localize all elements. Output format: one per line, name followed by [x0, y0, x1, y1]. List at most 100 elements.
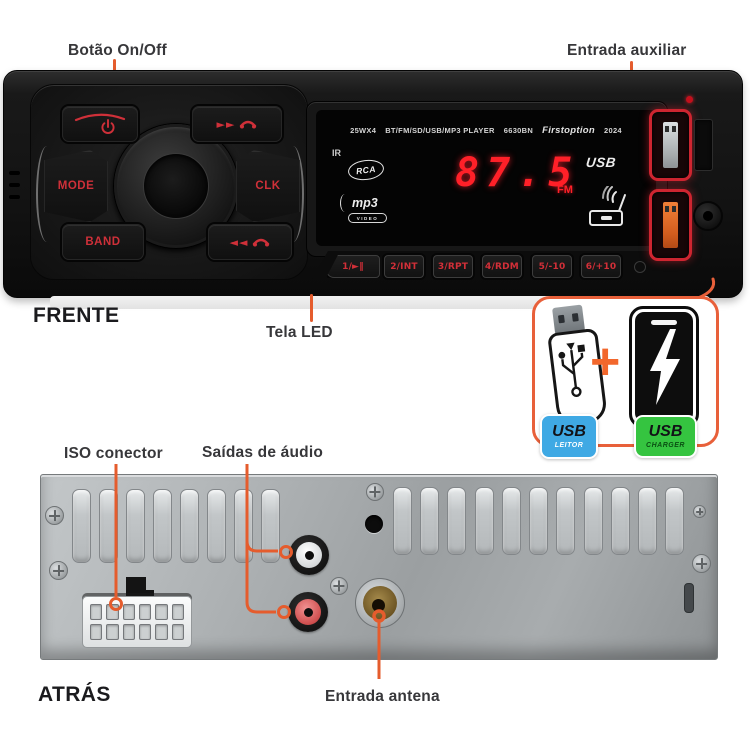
- iso-pin: [90, 604, 103, 620]
- phone-screen: [635, 312, 693, 422]
- model-year: 2024: [604, 126, 622, 135]
- usb-reader-badge: USB LEITOR: [540, 414, 598, 459]
- usb-display-logo: USB: [585, 155, 617, 170]
- preset-4-button[interactable]: 4/RDM: [482, 255, 522, 278]
- vent-slot: [611, 487, 630, 555]
- model-number: 6630BN: [503, 126, 534, 135]
- rca-logo-text: RCA: [355, 163, 377, 177]
- reset-hole: [634, 261, 646, 273]
- seek-forward-icon: ►►: [216, 117, 236, 131]
- antenna-input[interactable]: [355, 578, 405, 628]
- side-vent: [9, 183, 20, 187]
- source-list: BT/FM/SD/USB/MP3 PLAYER: [385, 126, 495, 135]
- screw: [49, 561, 68, 580]
- vent-slot: [393, 487, 412, 555]
- screw: [330, 577, 348, 595]
- vent-slot: [72, 489, 91, 563]
- preset-5-button[interactable]: 5/-10: [532, 255, 572, 278]
- usb-port-charger[interactable]: [649, 189, 692, 261]
- iso-pin: [171, 624, 184, 640]
- preset-2-button[interactable]: 2/INT: [384, 255, 424, 278]
- power-icon: [71, 111, 129, 137]
- band-button-label: BAND: [85, 236, 121, 248]
- mode-button-label: MODE: [57, 180, 95, 192]
- vent-slot: [420, 487, 439, 555]
- preset-6-button[interactable]: 6/+10: [581, 255, 621, 278]
- label-iso-conector: ISO conector: [64, 445, 163, 462]
- mp3-logo: mp3: [340, 194, 378, 212]
- band-indicator: FM: [557, 184, 573, 196]
- side-vent: [9, 171, 20, 175]
- mode-button[interactable]: MODE: [44, 150, 108, 222]
- usb-tab: [663, 202, 678, 248]
- antenna-socket: [363, 586, 397, 620]
- vent-slot: [556, 487, 575, 555]
- aux-input-jack[interactable]: [693, 201, 723, 231]
- usb-charger-title: USB: [648, 423, 683, 440]
- brand-name: Firstoption: [542, 125, 595, 136]
- vent-slot: [584, 487, 603, 555]
- vent-slot: [502, 487, 521, 555]
- vent-slot: [153, 489, 172, 563]
- phone-charging-icon: [629, 306, 699, 428]
- iso-connector[interactable]: [82, 596, 192, 648]
- antenna-hole: [371, 598, 385, 612]
- vent-slot: [638, 487, 657, 555]
- led-display: [316, 110, 656, 246]
- label-atras: ATRÁS: [38, 683, 111, 706]
- seek-back-button[interactable]: ◄◄: [208, 224, 292, 260]
- vent-slot: [529, 487, 548, 555]
- vent-slot: [447, 487, 466, 555]
- usb-reader-subtitle: LEITOR: [554, 442, 584, 449]
- band-button[interactable]: BAND: [62, 224, 144, 260]
- iso-lock-tab-step: [146, 590, 154, 601]
- usb-port-reader[interactable]: [649, 109, 692, 181]
- phone-icon: [252, 235, 270, 249]
- phone-speaker: [651, 320, 677, 325]
- seek-back-icon: ◄◄: [229, 235, 249, 249]
- usb-flash-drive-icon: [541, 303, 609, 428]
- clk-button[interactable]: CLK: [236, 150, 300, 222]
- label-saidas-audio: Saídas de áudio: [202, 444, 324, 461]
- rca-output-white[interactable]: [289, 535, 329, 575]
- vent-slot: [234, 489, 253, 563]
- vent-slot: [261, 489, 280, 563]
- rca-hole: [303, 607, 313, 617]
- trim-arc-left: [36, 146, 58, 242]
- iso-pin: [155, 624, 168, 640]
- ir-sensor-label: IR: [332, 148, 341, 158]
- iso-pin: [122, 624, 135, 640]
- label-entrada-auxiliar: Entrada auxiliar: [567, 42, 687, 59]
- usb-charger-badge: USB CHARGER: [634, 415, 697, 458]
- usb-charger-subtitle: CHARGER: [646, 442, 685, 449]
- vent-slot: [207, 489, 226, 563]
- volume-knob-center: [143, 153, 209, 219]
- rca-output-red[interactable]: [288, 592, 328, 632]
- iso-pin: [138, 624, 152, 640]
- clk-button-label: CLK: [255, 180, 281, 192]
- rca-red-ring: [295, 599, 321, 625]
- iso-pin: [155, 604, 168, 620]
- vent-slot: [180, 489, 199, 563]
- side-vent: [9, 195, 20, 199]
- plus-icon: +: [590, 333, 621, 391]
- vent-slot: [475, 487, 494, 555]
- usb-tab: [663, 122, 678, 168]
- callout-tick-onoff: [113, 59, 116, 71]
- iso-pin: [106, 604, 119, 620]
- vent-slot: [665, 487, 684, 555]
- preset-3-button[interactable]: 3/RPT: [433, 255, 473, 278]
- power-button[interactable]: [62, 106, 138, 142]
- iso-lock-tab: [126, 577, 146, 601]
- usb-drive-body: [547, 327, 609, 428]
- display-header: 25WX4 BT/FM/SD/USB/MP3 PLAYER 6630BN Fir…: [316, 125, 656, 136]
- sd-card-slot[interactable]: [694, 119, 713, 171]
- screw: [692, 554, 711, 573]
- seek-forward-button[interactable]: ►►: [192, 106, 282, 142]
- iso-pin: [106, 624, 119, 640]
- phone-icon: [239, 117, 257, 131]
- chassis-hole: [365, 515, 383, 533]
- iso-pin: [122, 604, 135, 620]
- usb-reader-title: USB: [552, 423, 586, 440]
- label-entrada-antena: Entrada antena: [325, 688, 440, 705]
